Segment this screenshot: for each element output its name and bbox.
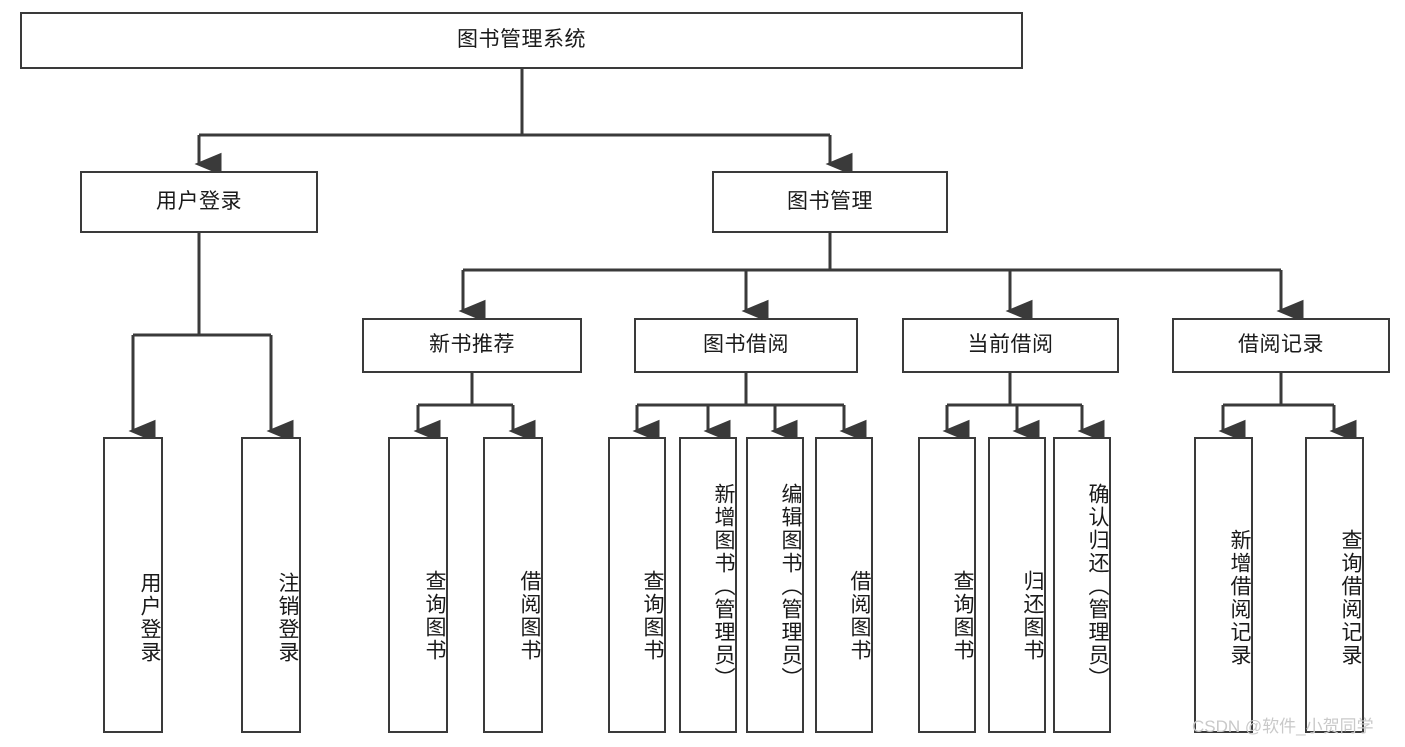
- node-query-book-2-label: 查询图书: [641, 570, 664, 662]
- node-query-book-1[interactable]: 查询图书: [388, 437, 448, 733]
- node-current-borrow[interactable]: 当前借阅: [902, 318, 1119, 373]
- node-new-book-recommend-label: 新书推荐: [429, 333, 515, 357]
- node-query-book-3-label: 查询图书: [951, 570, 974, 662]
- node-borrow-book-2[interactable]: 借阅图书: [815, 437, 873, 733]
- node-current-borrow-label: 当前借阅: [967, 333, 1054, 357]
- node-edit-book[interactable]: 编辑图书（管理员）: [746, 437, 804, 733]
- node-add-borrow-record[interactable]: 新增借阅记录: [1194, 437, 1253, 733]
- node-book-management-label: 图书管理: [787, 189, 873, 213]
- node-query-book-1-label: 查询图书: [423, 570, 446, 662]
- node-root-label: 图书管理系统: [457, 28, 586, 52]
- node-borrow-book-2-label: 借阅图书: [848, 570, 871, 662]
- node-return-book-label: 归还图书: [1021, 570, 1044, 662]
- node-add-book[interactable]: 新增图书（管理员）: [679, 437, 737, 733]
- node-return-book[interactable]: 归还图书: [988, 437, 1046, 733]
- node-root[interactable]: 图书管理系统: [20, 12, 1023, 69]
- node-user-login-do-label: 用户登录: [138, 572, 161, 664]
- node-add-book-label: 新增图书（管理员）: [712, 482, 735, 690]
- node-query-book-3[interactable]: 查询图书: [918, 437, 976, 733]
- node-book-borrow-label: 图书借阅: [703, 333, 789, 357]
- node-confirm-return-label: 确认归还（管理员）: [1086, 482, 1109, 690]
- node-confirm-return[interactable]: 确认归还（管理员）: [1053, 437, 1111, 733]
- node-user-login-do[interactable]: 用户登录: [103, 437, 163, 733]
- node-user-logout-label: 注销登录: [276, 572, 299, 664]
- watermark: CSDN @软件_小贺同学: [1192, 717, 1374, 736]
- node-user-login[interactable]: 用户登录: [80, 171, 318, 233]
- node-borrow-record-label: 借阅记录: [1238, 333, 1324, 357]
- node-query-borrow-record-label: 查询借阅记录: [1339, 529, 1362, 667]
- node-new-book-recommend[interactable]: 新书推荐: [362, 318, 582, 373]
- node-edit-book-label: 编辑图书（管理员）: [779, 482, 802, 690]
- node-add-borrow-record-label: 新增借阅记录: [1228, 529, 1251, 667]
- node-user-logout[interactable]: 注销登录: [241, 437, 301, 733]
- node-book-management[interactable]: 图书管理: [712, 171, 948, 233]
- node-borrow-record[interactable]: 借阅记录: [1172, 318, 1390, 373]
- node-borrow-book-1-label: 借阅图书: [518, 570, 541, 662]
- node-book-borrow[interactable]: 图书借阅: [634, 318, 858, 373]
- node-query-book-2[interactable]: 查询图书: [608, 437, 666, 733]
- node-user-login-label: 用户登录: [156, 189, 242, 213]
- node-borrow-book-1[interactable]: 借阅图书: [483, 437, 543, 733]
- node-query-borrow-record[interactable]: 查询借阅记录: [1305, 437, 1364, 733]
